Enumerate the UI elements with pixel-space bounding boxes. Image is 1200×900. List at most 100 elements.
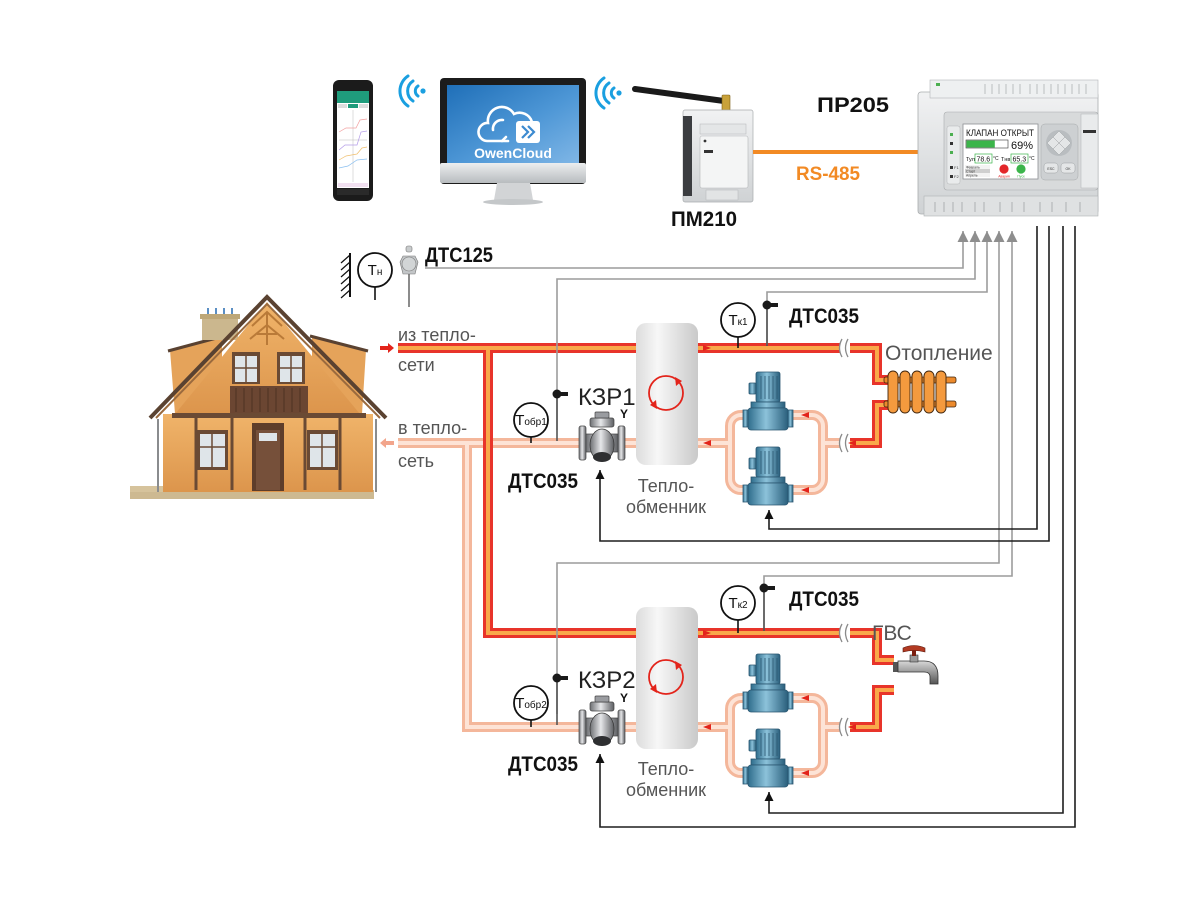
wire-return-sensor-1: [556, 231, 981, 430]
screen-menu-item: Старт: [966, 170, 976, 174]
return-sensor-1-model: ДТС035: [508, 470, 578, 493]
exchanger-1-label-line2: обменник: [626, 497, 706, 517]
led-f1-label: F1: [954, 165, 959, 170]
control-valve-kzr2: [578, 695, 626, 747]
controller-screen: КЛАПАН ОТКРЫТ 69% Тул 78.6 °С Тнв 65.3 °…: [962, 123, 1039, 180]
heat-exchanger-1: [636, 323, 698, 465]
run-label: Пуск: [1017, 175, 1025, 179]
led-indicator: [950, 151, 953, 154]
supply-sensor-2-label: Тк2: [728, 595, 748, 612]
outdoor-sensor-model: ДТС125: [425, 244, 493, 267]
wire-valve-1-control: [595, 226, 1050, 542]
brand-logo: [1083, 130, 1096, 133]
screen-menu-item: Февраль: [966, 166, 980, 170]
valve-position-text: 69%: [1011, 140, 1033, 152]
faucet-icon: [893, 645, 939, 685]
outdoor-sensor-symbol: Тн: [368, 262, 383, 279]
wire-pump-1-control: [764, 226, 1038, 530]
temp1-value: 78.6: [977, 157, 991, 164]
probe-dts035-supply-2: [759, 583, 775, 631]
valve-2-label: КЗР2: [578, 667, 636, 694]
monitor-owencloud: OwenCloud: [440, 78, 586, 205]
controller-label: ПР205: [817, 94, 889, 117]
supply-label-line1: из тепло-: [398, 325, 476, 345]
radiator-icon: [883, 370, 957, 414]
temp1-label: Тул: [966, 157, 975, 163]
gateway-pm210: [632, 86, 754, 203]
led-indicator: [950, 133, 953, 136]
controller-keypad: ESC OK: [1040, 123, 1079, 181]
supply-sensor-2-model: ДТС035: [789, 588, 859, 611]
supply-sensor-1-model: ДТС035: [789, 305, 859, 328]
alarm-label: Авария: [998, 175, 1010, 179]
antenna-icon: [632, 86, 727, 104]
pipe-break-mark: [838, 623, 849, 643]
wire-valve-2-control: [595, 226, 1076, 828]
return-label-line1: в тепло-: [398, 418, 467, 438]
led-f1: [950, 166, 953, 169]
valve-2-signal-label: Y: [620, 691, 628, 705]
control-wires: [595, 226, 1076, 828]
pipe-break-mark: [838, 433, 849, 453]
supply-inlet-arrow-icon: [380, 343, 394, 353]
controller-pr205: F1 F2 КЛАПАН ОТКРЫТ 69% Тул 78.6 °С Тнв …: [917, 79, 1099, 217]
wifi-icon: [398, 74, 426, 108]
circuit-dhw: Тепло- обменник КЗР2 Y Тобр2 ДТС035 Тк2 …: [508, 585, 939, 800]
house-illustration: [130, 294, 388, 499]
pump-2a-icon: [742, 653, 794, 713]
circulation-icon: [648, 375, 684, 411]
cloud-service-label: OwenCloud: [474, 145, 552, 161]
led-f2-label: F2: [954, 174, 959, 179]
supply-sensor-1-label: Тк1: [728, 312, 748, 329]
run-indicator: [1016, 164, 1026, 174]
heat-exchanger-2: [636, 607, 698, 749]
screen-status: КЛАПАН ОТКРЫТ: [966, 128, 1034, 138]
led-f2: [950, 175, 953, 178]
control-valve-kzr1: [578, 411, 626, 463]
wire-return-sensor-2: [556, 231, 1005, 714]
gateway-label: ПМ210: [671, 208, 737, 231]
probe-dts035-supply-1: [762, 300, 778, 346]
return-sensor-2-label: Тобр2: [515, 695, 547, 712]
alarm-indicator: [999, 164, 1009, 174]
key-right[interactable]: [1058, 136, 1072, 150]
valve-1-signal-label: Y: [620, 407, 628, 421]
pump-1b-icon: [742, 446, 794, 506]
probe-dts035-return-2: [552, 673, 568, 725]
circulation-icon: [648, 659, 684, 695]
wifi-icon: [594, 76, 622, 110]
pipe-break-mark: [838, 717, 849, 737]
supply-label-line2: сети: [398, 355, 435, 375]
temp2-value: 65.3: [1013, 157, 1027, 164]
exchanger-2-label-line1: Тепло-: [638, 759, 694, 779]
return-label-line2: сеть: [398, 451, 434, 471]
outdoor-temperature-sensor: Тн: [340, 245, 419, 307]
return-outlet-arrow-icon: [380, 438, 394, 448]
probe-dts035-return-1: [552, 389, 568, 441]
return-sensor-2-model: ДТС035: [508, 753, 578, 776]
valve-position-bar-fill: [966, 140, 995, 148]
cloud-icon: [477, 105, 534, 143]
pump-1a-icon: [742, 371, 794, 431]
wire-pump-2-control: [764, 226, 1064, 814]
wire-outdoor-sensor: [425, 231, 969, 269]
pump-2b-icon: [742, 728, 794, 788]
key-esc[interactable]: [1043, 162, 1059, 174]
temp2-unit: °С: [1029, 156, 1035, 162]
circuit-heating: Тепло- обменник КЗР1 Y Тобр1 ДТС035 Тк1 …: [508, 302, 993, 517]
return-sensor-1-label: Тобр1: [515, 412, 547, 429]
screen-menu-item: Апрель: [966, 174, 978, 178]
temp2-label: Тнв: [1001, 157, 1010, 163]
pipe-break-mark: [838, 338, 849, 358]
key-ok[interactable]: [1060, 162, 1076, 174]
exchanger-2-label-line2: обменник: [626, 780, 706, 800]
top-terminal-block: [929, 79, 1099, 99]
bottom-terminal-block: [923, 195, 1099, 217]
valve-1-label: КЗР1: [578, 384, 636, 411]
thermometer-probe-icon: [399, 245, 419, 307]
exchanger-1-label-line1: Тепло-: [638, 476, 694, 496]
wire-supply-sensor-2: [763, 231, 1018, 628]
heating-consumer-label: Отопление: [885, 342, 993, 365]
